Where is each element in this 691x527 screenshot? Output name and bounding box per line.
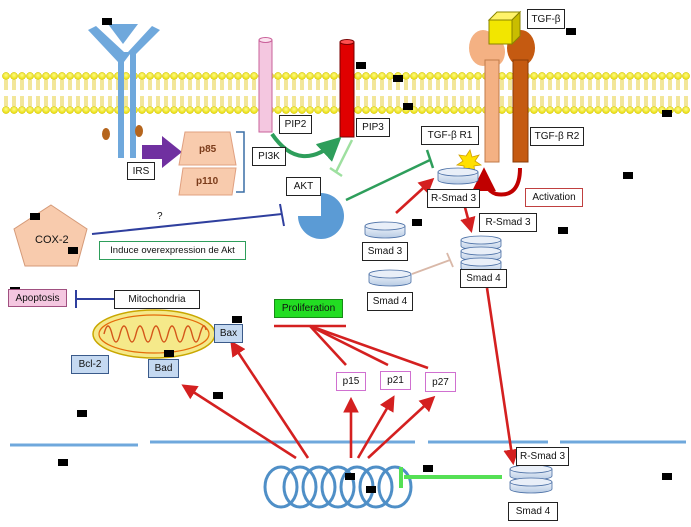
p85-subunit — [178, 131, 237, 166]
activation-label: Activation — [525, 188, 583, 207]
phosphate-dot — [135, 125, 143, 137]
smad-dna-inhibition — [399, 467, 502, 488]
activation-curved-arrow — [472, 167, 522, 197]
cox2-label: COX-2 — [35, 234, 69, 246]
y-receptor-icon — [88, 24, 160, 158]
akt-tgfbr1-inhibition — [345, 149, 435, 202]
smad-disc-icon — [364, 221, 406, 239]
induce-akt-label: Induce overexpression de Akt — [99, 241, 246, 260]
smad-disc-icon — [368, 269, 412, 287]
redaction-marks — [10, 18, 672, 493]
redaction-mark — [345, 473, 355, 480]
redaction-mark — [662, 110, 672, 117]
smad3-to-r1-arrow — [395, 177, 435, 214]
apoptosis-label: Apoptosis — [8, 289, 67, 307]
pip2-cylinder — [258, 37, 273, 133]
redaction-mark — [423, 465, 433, 472]
p15-label: p15 — [336, 372, 366, 391]
p21-label: p21 — [380, 371, 411, 390]
p15-to-proliferation-line — [309, 325, 347, 366]
smad4-label-complex: Smad 4 — [460, 269, 507, 288]
redaction-mark — [164, 350, 174, 357]
smad4-label-free: Smad 4 — [367, 292, 413, 311]
redaction-mark — [68, 247, 78, 254]
irs-label: IRS — [127, 162, 155, 180]
rsmad3-label-nucleus: R-Smad 3 — [516, 447, 569, 466]
tgfb-label: TGF-β — [527, 9, 565, 29]
dna-coil-icon — [263, 465, 413, 509]
redaction-mark — [30, 213, 40, 220]
bax-label: Bax — [214, 324, 243, 343]
pip2-pip3-conversion-arrow — [270, 132, 342, 162]
p27-to-proliferation-line — [309, 324, 429, 370]
redaction-mark — [623, 172, 633, 179]
pip3-label: PIP3 — [356, 118, 390, 137]
mitochondria-label: Mitochondria — [114, 290, 200, 309]
redaction-mark — [403, 103, 413, 110]
redaction-mark — [412, 219, 422, 226]
smad-disc-icon — [509, 477, 553, 494]
smad-disc-icon — [437, 167, 479, 185]
dna-to-bax-arrow — [230, 340, 310, 459]
smad3-label: Smad 3 — [362, 242, 408, 261]
dna-to-bad-arrow — [181, 384, 297, 460]
smad4-label-nucleus: Smad 4 — [508, 502, 558, 521]
dna-to-p21-arrow — [356, 395, 395, 459]
dna-to-p27-arrow — [367, 395, 436, 459]
redaction-mark — [77, 410, 87, 417]
pip2-label: PIP2 — [279, 115, 312, 134]
tgf-ligand-cube-icon — [487, 10, 522, 46]
phosphate-dot — [102, 128, 110, 140]
p85-label: p85 — [199, 144, 217, 155]
redaction-mark — [232, 316, 242, 323]
akt-shape — [298, 193, 344, 239]
mitochondrion-icon — [92, 309, 216, 359]
redaction-mark — [58, 459, 68, 466]
redaction-mark — [366, 486, 376, 493]
p21-to-proliferation-line — [309, 324, 389, 367]
redaction-mark — [393, 75, 403, 82]
tgfbr1-label: TGF-β R1 — [421, 126, 479, 145]
pip3-akt-inhibition — [329, 139, 354, 178]
redaction-mark — [102, 18, 112, 25]
cell-membrane — [2, 72, 690, 114]
irs-activation-arrow — [142, 136, 182, 168]
pi3k-label: PI3K — [252, 147, 286, 166]
complex-to-nucleus-arrow — [485, 287, 519, 466]
smad3-smad4-inhibition — [411, 252, 454, 275]
nuclear-membrane — [10, 440, 686, 447]
akt-label: AKT — [286, 177, 321, 196]
p110-label: p110 — [196, 176, 219, 187]
bad-label: Bad — [148, 359, 179, 378]
tgfbr2-label: TGF-β R2 — [530, 127, 584, 146]
redaction-mark — [558, 227, 568, 234]
redaction-mark — [356, 62, 366, 69]
question-mark: ? — [157, 211, 163, 222]
p27-label: p27 — [425, 372, 456, 392]
redaction-mark — [213, 392, 223, 399]
rsmad3-label-cytoplasm: R-Smad 3 — [479, 213, 537, 232]
bcl2-label: Bcl-2 — [71, 355, 109, 374]
redaction-mark — [566, 28, 576, 35]
redaction-mark — [662, 473, 672, 480]
rsmad3-label-receptor: R-Smad 3 — [427, 189, 480, 208]
proliferation-label: Proliferation — [274, 299, 343, 318]
mitochondria-apoptosis-inhibition — [75, 290, 116, 308]
p110-subunit — [178, 167, 237, 196]
pi3k-bracket — [236, 131, 245, 193]
cox2-akt-inhibition — [91, 203, 285, 235]
pip3-cylinder — [339, 39, 355, 138]
smad-discs — [364, 167, 553, 494]
